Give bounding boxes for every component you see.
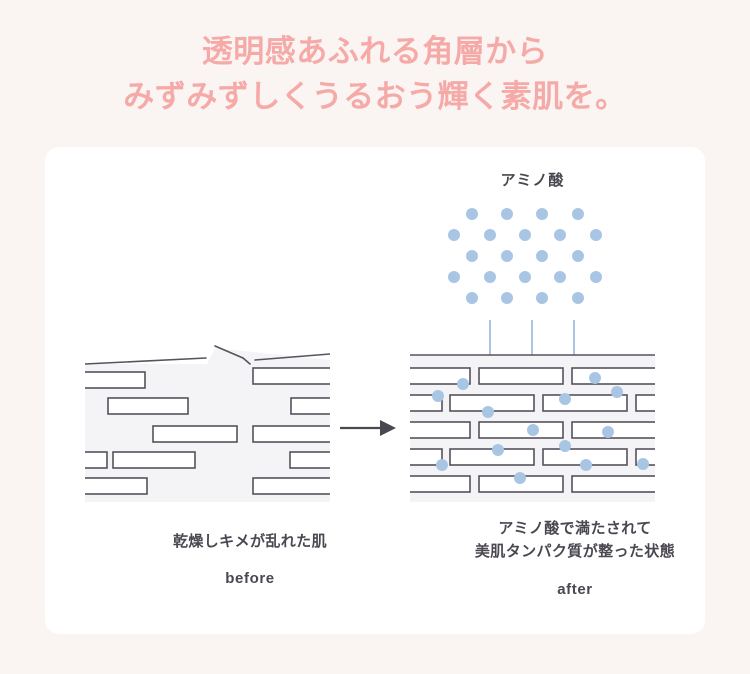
absorbed-dot-group xyxy=(432,372,649,484)
amino-dot xyxy=(484,229,496,241)
absorbed-dot xyxy=(436,459,448,471)
amino-dot xyxy=(590,271,602,283)
transition-arrow xyxy=(340,417,400,439)
diagram-card: アミノ酸 xyxy=(45,147,705,634)
after-skin-svg xyxy=(410,208,655,502)
absorbed-dot xyxy=(432,390,444,402)
brick xyxy=(107,397,189,415)
after-caption-ja-line-2: 美肌タンパク質が整った状態 xyxy=(474,543,676,561)
brick xyxy=(289,451,330,469)
brick xyxy=(85,477,148,495)
brick xyxy=(410,367,471,385)
brick xyxy=(85,451,108,469)
before-caption-ja: 乾燥しキメが乱れた肌 xyxy=(172,533,327,550)
amino-dot xyxy=(554,271,566,283)
absorbed-dot xyxy=(637,458,649,470)
amino-acid-label: アミノ酸 xyxy=(500,172,565,189)
after-caption-en: after xyxy=(557,580,593,598)
absorbed-dot xyxy=(580,459,592,471)
before-top-jagged-edge xyxy=(85,345,330,365)
brick xyxy=(290,397,330,415)
amino-dot xyxy=(484,271,496,283)
absorbed-dot xyxy=(514,472,526,484)
absorbed-dot xyxy=(527,424,539,436)
brick xyxy=(252,425,330,443)
amino-dot xyxy=(572,208,584,220)
amino-acid-dot-cloud xyxy=(448,208,602,304)
brick xyxy=(571,367,655,385)
absorbed-dot xyxy=(457,378,469,390)
amino-dot xyxy=(519,271,531,283)
absorbed-dot xyxy=(589,372,601,384)
before-caption: 乾燥しキメが乱れた肌 before xyxy=(100,530,400,591)
before-caption-en: before xyxy=(225,570,275,588)
brick xyxy=(410,448,443,466)
absorbed-dot xyxy=(559,393,571,405)
absorbed-dot xyxy=(602,426,614,438)
amino-dot xyxy=(466,292,478,304)
amino-dot xyxy=(466,250,478,262)
amino-dot xyxy=(501,208,513,220)
brick xyxy=(252,367,330,385)
page-title-line-2: みずみずしくうるおう輝く素肌を。 xyxy=(123,78,627,114)
amino-dot xyxy=(501,292,513,304)
amino-dot xyxy=(536,292,548,304)
brick xyxy=(410,475,471,493)
brick xyxy=(478,421,564,439)
brick xyxy=(85,371,146,389)
before-brick-group xyxy=(85,367,330,495)
brick xyxy=(449,448,535,466)
brick xyxy=(478,367,564,385)
absorbed-dot xyxy=(492,444,504,456)
amino-dot xyxy=(554,229,566,241)
amino-dot xyxy=(572,250,584,262)
before-skin-svg xyxy=(85,345,330,502)
amino-dot xyxy=(572,292,584,304)
absorbed-dot xyxy=(482,406,494,418)
after-caption-ja-line-1: アミノ酸で満たされて xyxy=(498,520,652,537)
page-title: 透明感あふれる角層から みずみずしくうるおう輝く素肌を。 xyxy=(0,30,750,120)
brick xyxy=(410,421,471,439)
brick xyxy=(112,451,196,469)
amino-dot xyxy=(448,271,460,283)
brick xyxy=(152,425,238,443)
amino-dot xyxy=(448,229,460,241)
page-title-line-1: 透明感あふれる角層から xyxy=(201,34,549,69)
before-skin-diagram xyxy=(85,342,330,502)
brick xyxy=(635,394,655,412)
arrow-right-icon xyxy=(340,420,396,436)
after-caption: アミノ酸で満たされて 美肌タンパク質が整った状態 after xyxy=(425,517,725,601)
amino-dot xyxy=(466,208,478,220)
amino-dot xyxy=(501,250,513,262)
amino-dot xyxy=(590,229,602,241)
after-skin-diagram xyxy=(410,192,655,502)
after-brick-group xyxy=(410,367,655,493)
amino-dot xyxy=(536,250,548,262)
absorbed-dot xyxy=(611,386,623,398)
amino-dot xyxy=(536,208,548,220)
amino-dot xyxy=(519,229,531,241)
absorbed-dot xyxy=(559,440,571,452)
brick xyxy=(571,475,655,493)
brick xyxy=(252,477,330,495)
